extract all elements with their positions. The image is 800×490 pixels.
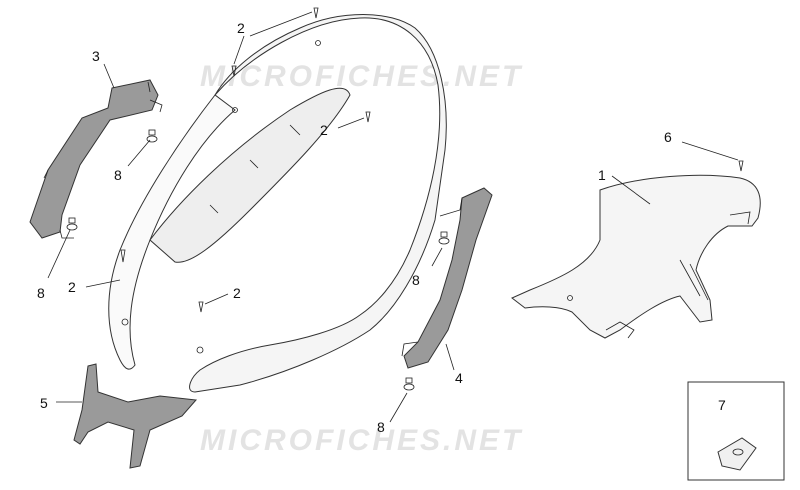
callout-8-upper-left: 8 — [114, 167, 122, 183]
bolt-icons — [66, 129, 450, 391]
part-1-mudguard — [511, 174, 761, 339]
inset-box — [687, 381, 785, 481]
callout-2-top: 2 — [237, 20, 245, 36]
callout-1: 1 — [598, 167, 606, 183]
callout-3: 3 — [92, 48, 100, 64]
part-3-trim-strip — [29, 79, 163, 239]
leader-lines — [47, 11, 739, 423]
callout-2-mid: 2 — [320, 122, 328, 138]
screw-icons — [120, 7, 744, 313]
callout-5: 5 — [40, 395, 48, 411]
callout-8-bottom: 8 — [377, 419, 385, 435]
body-side-panel — [108, 14, 447, 393]
callout-7: 7 — [718, 397, 726, 413]
watermark-bottom: MICROFICHES.NET — [200, 424, 523, 457]
callout-2-lower: 2 — [233, 285, 241, 301]
watermark-top: MICROFICHES.NET — [200, 60, 523, 93]
callout-8-left: 8 — [37, 285, 45, 301]
part-5-bracket — [73, 363, 198, 469]
callout-4: 4 — [455, 370, 463, 386]
callout-2-left: 2 — [68, 279, 76, 295]
callout-8-right: 8 — [412, 272, 420, 288]
part-4-trim-strip — [401, 187, 493, 369]
callout-6: 6 — [664, 129, 672, 145]
